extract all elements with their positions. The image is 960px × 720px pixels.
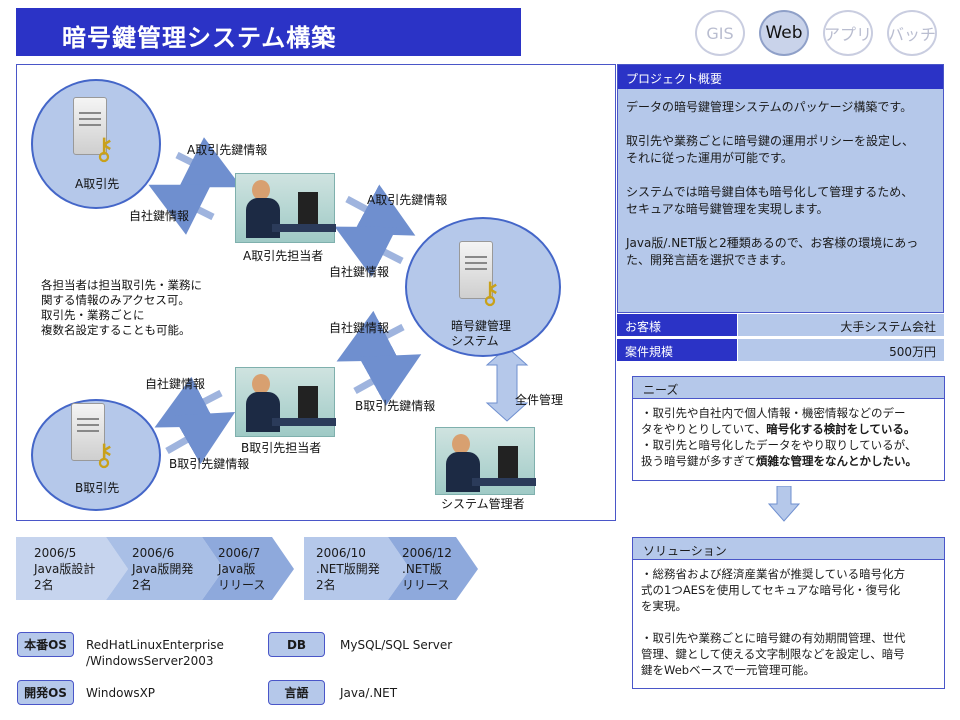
arrow-b-to-person-b [165,412,236,465]
overview-body: データの暗号鍵管理システムのパッケージ構築です。 取引先や業務ごとに暗号鍵の運用… [618,89,943,312]
overview-heading: プロジェクト概要 [618,65,943,89]
node-a-label: A取引先 [75,177,120,191]
arrow-system-to-person-b [336,310,405,362]
diagram-note: 各担当者は担当取引先・業務に 関する情報のみアクセス可。 取引先・業務ごとに 複… [41,278,202,337]
overview-panel: プロジェクト概要 データの暗号鍵管理システムのパッケージ構築です。 取引先や業務… [617,64,944,313]
needs-line: ・取引先と暗号化したデータをやり取りしているが、 [641,438,917,452]
solution-body: ・総務省および経済産業省が推奨している暗号化方 式の1つAESを使用してセキュア… [641,567,906,677]
arrow-person-a-to-a [148,184,215,235]
admin-label: システム管理者 [441,497,525,511]
needs-body: ・取引先や自社内で個人情報・機密情報などのデー タをやりとりしていて、暗号化する… [633,399,944,475]
key-icon: ⚷ [93,132,115,167]
double-arrow-icon [485,346,529,422]
timeline-net [304,537,478,600]
needs-emphasis: 煩雑な管理をなんとかしたい。 [756,454,917,468]
customer-label: お客様 [617,314,737,336]
key-icon: ⚷ [93,438,115,473]
arrow-label: A取引先鍵情報 [367,193,448,207]
diagram-arrows [148,137,529,465]
system-diagram: ⚷ A取引先 ⚷ B取引先 ⚷ 暗号鍵管理 システム A取引先担当者 B取引先担… [16,64,616,521]
node-b-label: B取引先 [75,481,120,495]
timeline-step: 2006/6 Java版開発 2名 [132,546,194,592]
arrow-label: 自社鍵情報 [329,321,390,335]
server-icon [459,241,493,299]
needs-line: ・取引先や自社内で個人情報・機密情報などのデー [641,406,906,420]
lang-value: Java/.NET [340,686,398,700]
customer-row: お客様 大手システム会社 [617,314,944,336]
dev-os-tag: 開発OS [17,680,74,705]
timeline-step: 2006/7 Java版 リリース [218,546,266,592]
prod-os-tag: 本番OS [17,632,74,657]
person-a-label: A取引先担当者 [243,249,324,263]
timeline-step: 2006/5 Java版設計 2名 [34,546,96,592]
customer-value: 大手システム会社 [737,314,944,336]
arrow-label: 自社鍵情報 [329,265,390,279]
prod-os-value: RedHatLinuxEnterprise /WindowsServer2003 [86,638,224,668]
server-icon [71,403,105,461]
db-tag: DB [268,632,325,657]
arrow-label: B取引先鍵情報 [169,457,250,471]
db-value: MySQL/SQL Server [340,638,453,652]
arrow-person-b-to-system [353,354,422,406]
solution-heading: ソリューション [633,538,944,560]
arrow-label: B取引先鍵情報 [355,399,436,413]
arrow-person-a-to-system [345,184,416,236]
all-manage-label: 全件管理 [515,393,564,407]
needs-heading: ニーズ [633,377,944,399]
tab-app[interactable]: アプリ [823,10,873,56]
needs-panel: ニーズ ・取引先や自社内で個人情報・機密情報などのデー タをやりとりしていて、暗… [632,376,945,481]
timeline-step: 2006/12 .NET版 リリース [402,546,452,592]
timeline-java [16,537,294,600]
system-label: 暗号鍵管理 システム [451,319,512,348]
needs-emphasis: 暗号化する検討をしている。 [766,422,916,436]
tab-batch[interactable]: バッチ [887,10,937,56]
arrow-label: 自社鍵情報 [129,209,190,223]
scale-label: 案件規模 [617,339,737,361]
down-arrow-icon [768,486,800,522]
person-icon [235,173,336,243]
dev-os-value: WindowsXP [86,686,156,700]
arrow-person-b-to-b [154,376,223,428]
arrow-system-to-person-a [334,226,404,278]
arrow-a-to-person-a [175,137,242,188]
arrow-label: A取引先鍵情報 [187,143,268,157]
page-title: 暗号鍵管理システム構築 [16,8,521,56]
solution-panel: ソリューション ・総務省および経済産業省が推奨している暗号化方 式の1つAESを… [632,537,945,689]
scale-row: 案件規模 500万円 [617,339,944,361]
person-b-label: B取引先担当者 [241,441,322,455]
needs-line: 扱う暗号鍵が多すぎて [641,454,756,468]
key-icon: ⚷ [479,276,501,311]
tab-gis[interactable]: GIS [695,10,745,56]
arrow-label: 自社鍵情報 [145,377,206,391]
needs-line: タをやりとりしていて、 [641,422,767,436]
timeline-step: 2006/10 .NET版開発 2名 [316,546,380,592]
tab-web[interactable]: Web [759,10,809,56]
person-icon [435,427,536,495]
scale-value: 500万円 [737,339,944,361]
person-icon [235,367,336,437]
lang-tag: 言語 [268,680,325,705]
server-icon [73,97,107,155]
